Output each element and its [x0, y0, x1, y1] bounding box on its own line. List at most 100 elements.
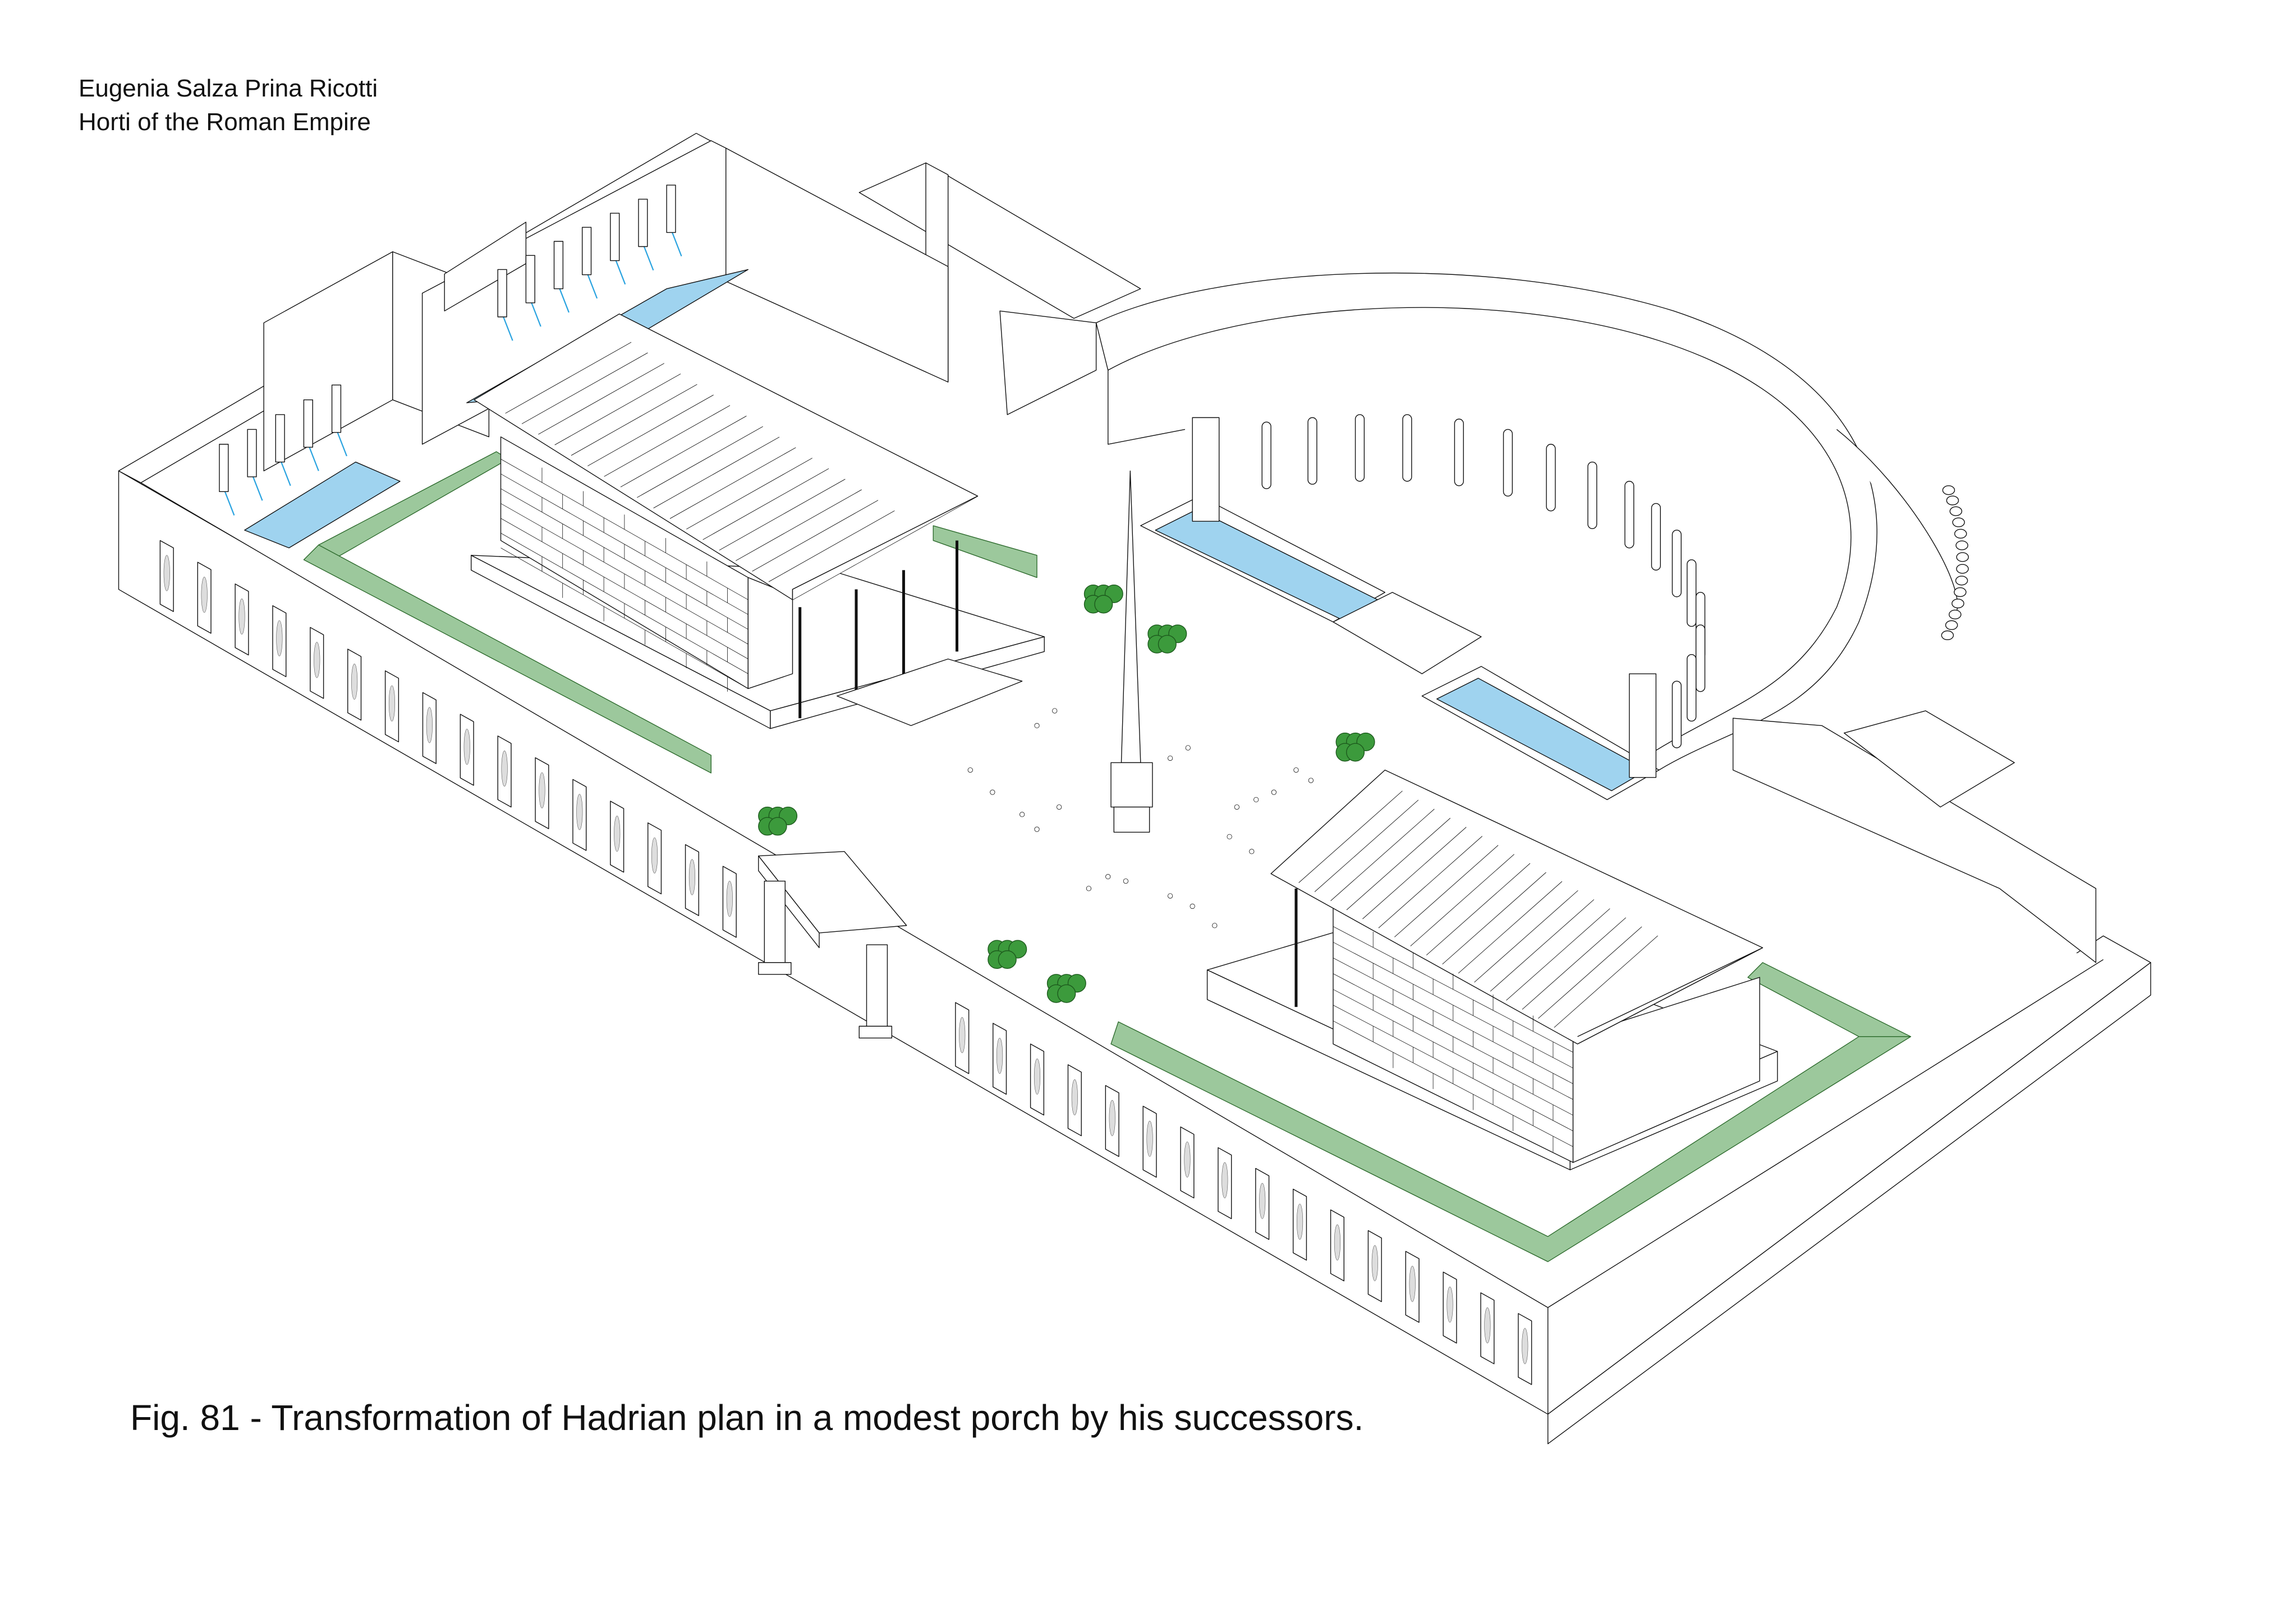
roof-tile	[1943, 486, 1954, 495]
roof-line	[1458, 881, 1562, 973]
roof-tile	[1946, 620, 1958, 629]
temple-right	[1207, 770, 1778, 1170]
book-title: Horti of the Roman Empire	[79, 108, 371, 136]
roof-line	[587, 395, 713, 466]
roof-line	[703, 468, 829, 540]
temple-left-masonry	[500, 459, 748, 692]
pebble	[1086, 886, 1091, 891]
statue	[464, 729, 470, 765]
roof-tile	[1957, 564, 1968, 573]
roof-line	[621, 416, 746, 487]
fountain-jet	[252, 474, 262, 501]
exedra-colonnade	[1192, 415, 1705, 778]
pebble	[1035, 827, 1039, 831]
roof-tile	[1949, 610, 1961, 619]
wall-opening	[526, 255, 535, 302]
roof-line	[1379, 836, 1482, 928]
roof-line	[1506, 909, 1610, 1001]
exedra-pier	[1629, 674, 1656, 778]
statue	[1485, 1308, 1491, 1343]
statue	[351, 664, 357, 699]
shrub	[998, 951, 1016, 969]
statue	[1522, 1328, 1528, 1364]
fountain-jet	[308, 444, 318, 471]
fountain-jet	[530, 300, 540, 327]
exedra-column	[1454, 419, 1463, 486]
statue	[997, 1038, 1003, 1073]
fountain-jets	[224, 229, 682, 515]
roof-tile	[1957, 553, 1968, 562]
exedra-column	[1672, 681, 1681, 748]
exedra	[1000, 273, 2096, 963]
wall-opening	[275, 415, 284, 462]
pebble-paths	[968, 709, 1314, 928]
roof-tile	[1953, 518, 1964, 527]
statue-niches-left	[160, 540, 736, 937]
statue	[164, 555, 170, 591]
roof-tile	[1955, 529, 1967, 538]
exedra-column	[1625, 481, 1634, 548]
pebble	[1020, 812, 1024, 817]
statue	[1034, 1059, 1040, 1094]
wall-opening	[219, 444, 228, 491]
statue	[1222, 1162, 1228, 1198]
temple-right-masonry	[1333, 926, 1573, 1152]
wall-opening	[247, 429, 256, 476]
roof-line	[1475, 890, 1578, 982]
wall-opening	[582, 227, 591, 274]
shrub	[1095, 595, 1113, 613]
exedra-column	[1356, 415, 1365, 481]
pebble	[1294, 767, 1298, 772]
exedra-column	[1651, 503, 1660, 570]
roof-tile	[1941, 631, 1953, 640]
pebble	[1052, 709, 1057, 713]
exedra-column	[1687, 560, 1696, 627]
pebble	[1035, 723, 1039, 728]
fountain-jet	[280, 459, 290, 486]
wall-opening	[332, 385, 341, 432]
roof-tile	[1952, 599, 1964, 608]
roof-tile	[1956, 541, 1968, 550]
pebble	[1227, 834, 1232, 839]
exedra-column	[1687, 655, 1696, 721]
pebble	[1234, 804, 1239, 809]
temple-left-roof-lines	[506, 342, 895, 582]
roof-tile	[1946, 496, 1958, 505]
fountain-jet	[587, 272, 597, 298]
statue	[727, 881, 733, 917]
roof-tile	[1956, 576, 1968, 585]
roof-line	[1522, 918, 1626, 1010]
roof-line	[506, 342, 631, 413]
wall-opening	[554, 241, 563, 288]
statue	[651, 838, 658, 873]
pebble	[1168, 894, 1172, 898]
wall-opening	[639, 199, 648, 246]
shrub	[1347, 743, 1365, 761]
roof-line	[654, 437, 779, 508]
exedra-column	[1696, 625, 1705, 692]
statue	[1147, 1121, 1153, 1156]
wall-opening	[610, 213, 619, 260]
exedra-column	[1262, 422, 1271, 489]
pebble	[1168, 756, 1172, 760]
pebble	[1271, 790, 1276, 794]
roof-line	[686, 458, 812, 530]
statue	[1297, 1204, 1303, 1239]
pebble	[1057, 804, 1061, 809]
fountain-jet	[502, 314, 512, 341]
roof-line	[1443, 872, 1546, 964]
exedra-column	[1546, 444, 1555, 511]
pebble	[990, 790, 995, 794]
roof-line	[1299, 791, 1403, 883]
exedra-column	[1403, 415, 1412, 481]
statue	[502, 751, 508, 786]
masonry-course	[500, 533, 748, 674]
shrub	[769, 817, 787, 835]
statue	[1184, 1142, 1191, 1177]
pebble	[1308, 778, 1313, 783]
roof-line	[1538, 927, 1642, 1019]
roof-line	[555, 374, 681, 445]
exedra-roof-tiles	[1941, 486, 1968, 640]
wall-openings	[219, 185, 676, 491]
